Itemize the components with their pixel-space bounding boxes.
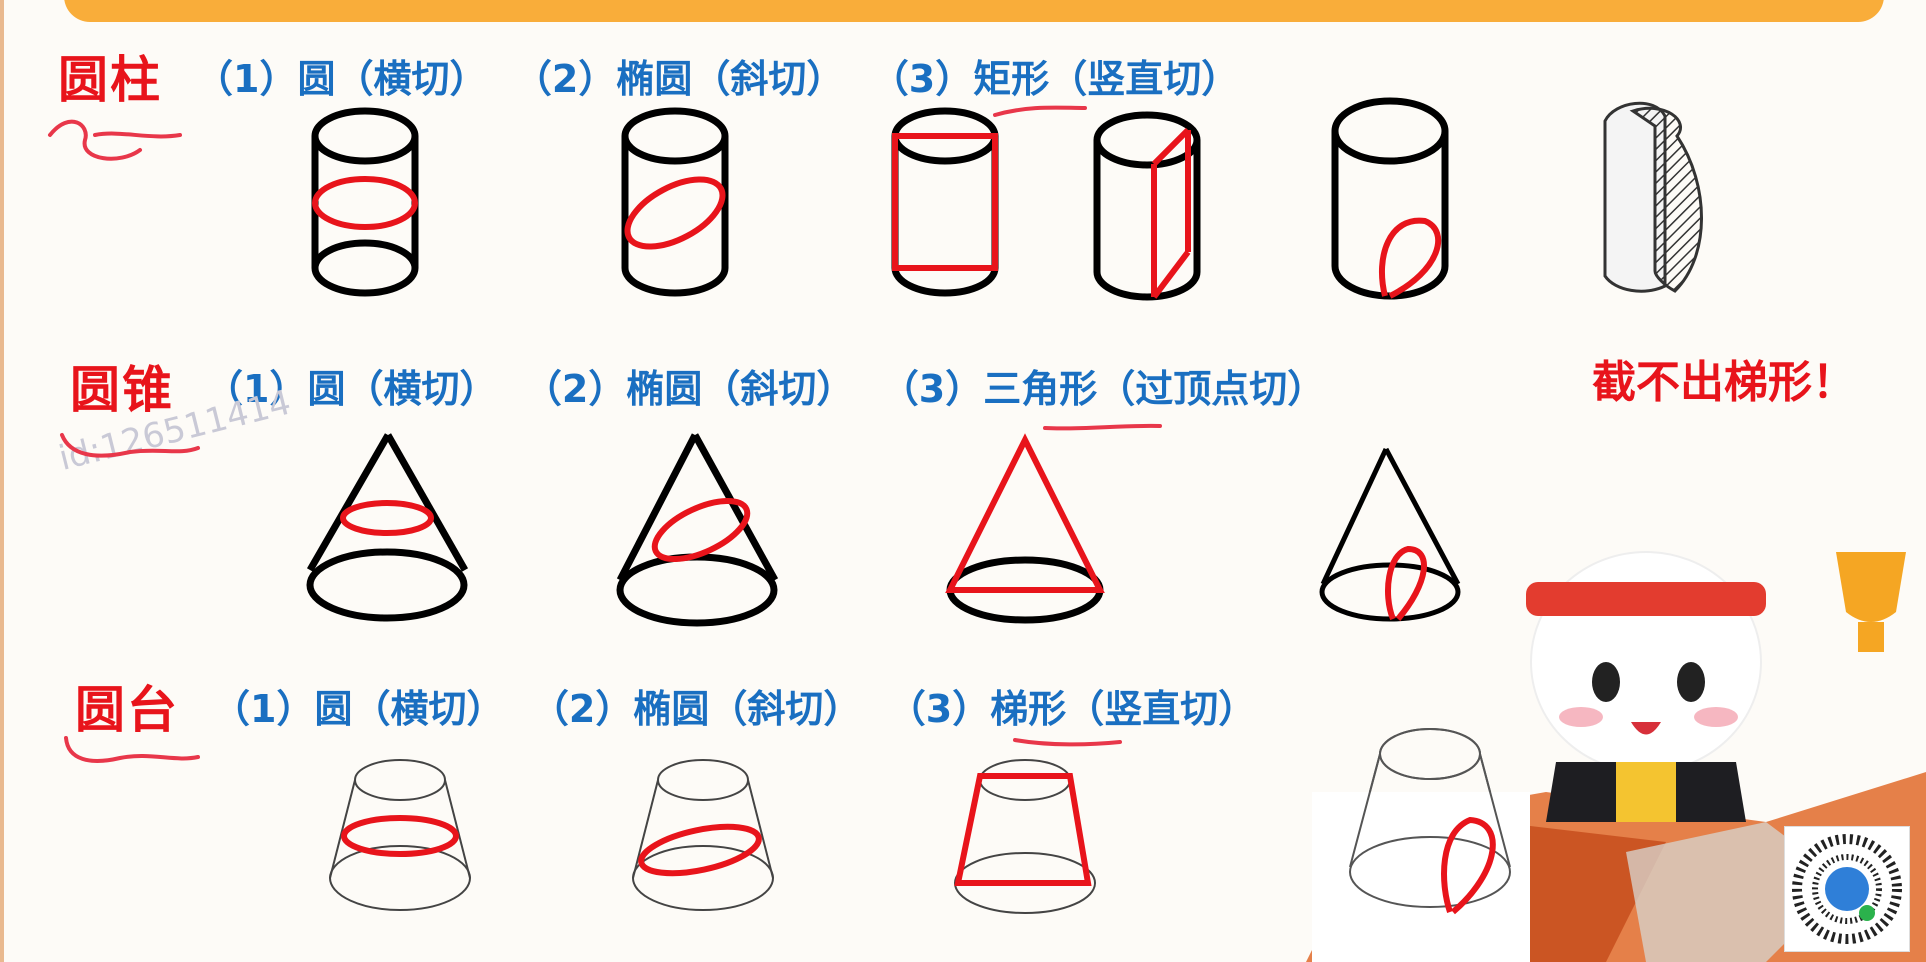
row-title-cone: 圆锥 [70,361,174,419]
figure-backdrop [1312,792,1530,962]
frustum-figure-curved-cut-overlay [1349,728,1511,915]
top-banner-bar [64,0,1884,22]
cylinder-figure-horizontal-cut [311,107,419,297]
cone-figure-oblique-cut [616,433,779,627]
cylinder-figure-vertical-cut-2 [1093,111,1201,301]
frustum-figure-oblique-cut [632,759,774,911]
row-items-frustum: （1）圆（横切） （2）椭圆（斜切） （3）梯形（竖直切） [212,687,1257,731]
row-title-frustum: 圆台 [75,681,179,739]
qr-code-icon [1784,826,1910,952]
cylinder-figure-oblique-cut [621,107,729,297]
cone-figure-curved-cut [1319,447,1461,622]
frustum-figure-vertical-cut [954,759,1096,914]
row-title-cylinder: 圆柱 [58,51,162,109]
row-items-cylinder: （1）圆（横切） （2）椭圆（斜切） （3）矩形（竖直切） [195,57,1240,101]
cylinder-figure-vertical-cut-1 [891,107,999,297]
cylinder-figure-curved-cut [1331,97,1449,300]
cylinder-cross-section-shaded [1603,101,1703,293]
note-no-trapezoid: 截不出梯形！ [1592,357,1856,408]
frustum-figure-horizontal-cut [329,759,471,911]
row-items-cone: （1）圆（横切） （2）椭圆（斜切） （3）三角形（过顶点切） [205,367,1326,411]
cone-figure-vertex-cut [945,433,1105,624]
cone-figure-horizontal-cut [306,433,469,622]
left-edge [0,0,4,962]
